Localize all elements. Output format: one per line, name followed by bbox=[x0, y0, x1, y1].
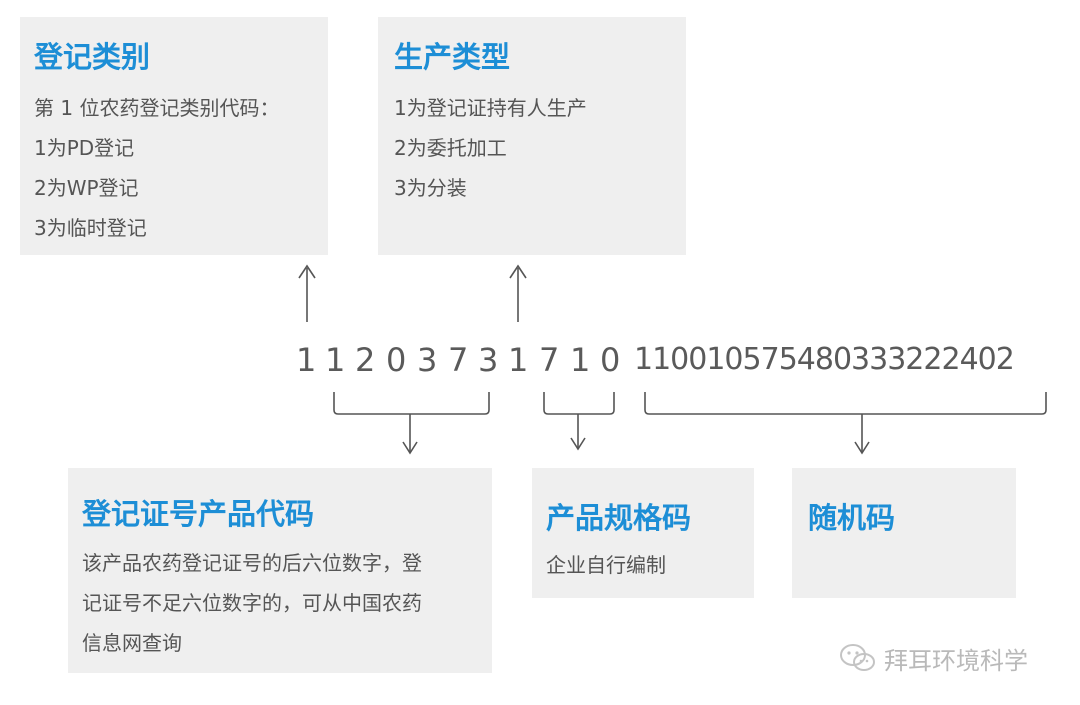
product-code-box: 登记证号产品代码 该产品农药登记证号的后六位数字，登 记证号不足六位数字的，可从… bbox=[68, 468, 492, 673]
registration-type-line: 第 1 位农药登记类别代码： bbox=[34, 96, 280, 120]
spec-code-title: 产品规格码 bbox=[546, 501, 692, 535]
random-code-digits: 110010575480333222402 bbox=[634, 342, 1015, 377]
code-digit: 0 bbox=[600, 341, 621, 379]
registration-type-box: 登记类别 第 1 位农药登记类别代码： 1为PD登记 2为WP登记 3为临时登记 bbox=[20, 17, 328, 255]
product-code-line: 信息网查询 bbox=[82, 631, 182, 655]
random-code-title: 随机码 bbox=[808, 501, 896, 535]
registration-type-line: 3为临时登记 bbox=[34, 216, 147, 240]
spec-code-box: 产品规格码 企业自行编制 bbox=[532, 468, 754, 598]
bracket-product-code bbox=[333, 392, 490, 455]
product-code-line: 该产品农药登记证号的后六位数字，登 bbox=[82, 551, 422, 575]
registration-type-title: 登记类别 bbox=[34, 40, 151, 74]
arrow-up-production bbox=[509, 264, 527, 322]
code-digit: 7 bbox=[539, 341, 560, 379]
production-type-line: 3为分装 bbox=[394, 176, 467, 200]
code-digit: 3 bbox=[478, 341, 499, 379]
code-digit: 1 bbox=[570, 341, 591, 379]
code-digit: 0 bbox=[386, 341, 407, 379]
product-code-title: 登记证号产品代码 bbox=[82, 497, 315, 531]
code-digit: 1 bbox=[296, 341, 317, 379]
production-type-box: 生产类型 1为登记证持有人生产 2为委托加工 3为分装 bbox=[378, 17, 686, 255]
arrow-up-registration bbox=[298, 264, 316, 322]
production-type-line: 2为委托加工 bbox=[394, 136, 507, 160]
production-type-line: 1为登记证持有人生产 bbox=[394, 96, 587, 120]
product-code-line: 记证号不足六位数字的，可从中国农药 bbox=[82, 591, 422, 615]
wechat-icon bbox=[840, 644, 875, 671]
bracket-spec-code bbox=[543, 392, 615, 451]
code-digit: 3 bbox=[417, 341, 438, 379]
registration-type-line: 2为WP登记 bbox=[34, 176, 139, 200]
code-digit: 1 bbox=[325, 341, 346, 379]
production-type-title: 生产类型 bbox=[394, 40, 511, 74]
watermark-text: 拜耳环境科学 bbox=[884, 646, 1028, 675]
code-digit: 2 bbox=[355, 341, 376, 379]
spec-code-line: 企业自行编制 bbox=[546, 553, 666, 577]
code-digit: 7 bbox=[448, 341, 469, 379]
random-code-box: 随机码 bbox=[792, 468, 1016, 598]
watermark: 拜耳环境科学 bbox=[838, 640, 1028, 676]
bracket-random-code bbox=[644, 392, 1047, 455]
code-digit: 1 bbox=[508, 341, 529, 379]
registration-type-line: 1为PD登记 bbox=[34, 136, 135, 160]
